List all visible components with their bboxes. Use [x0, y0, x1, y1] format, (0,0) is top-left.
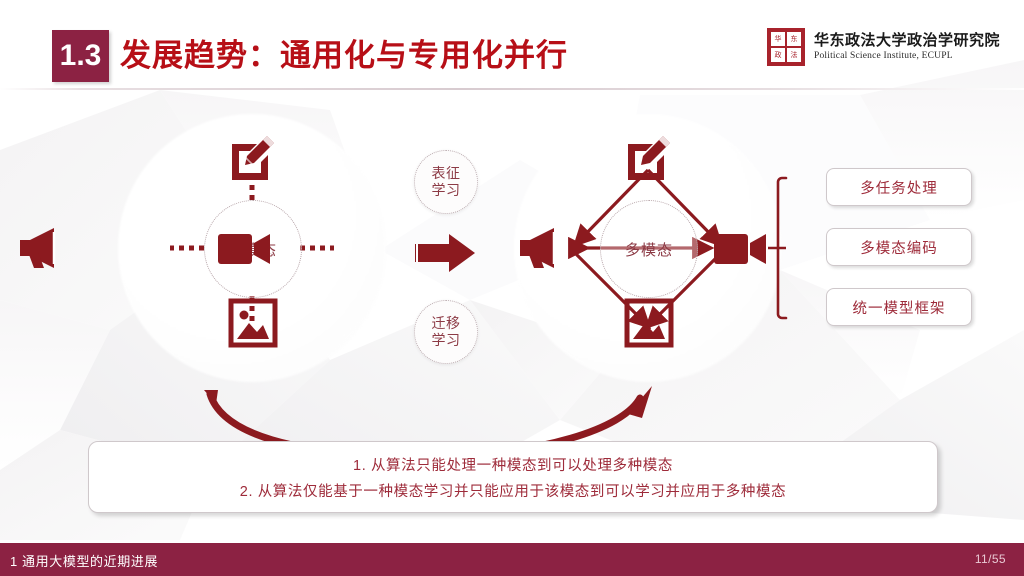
footer-section-label: 1 通用大模型的近期进展 [10, 554, 159, 569]
seal-char-4: 法 [786, 48, 801, 62]
video-camera-icon [216, 226, 272, 275]
seal-icon: 华 东 政 法 [766, 28, 805, 66]
page-title: 发展趋势：通用化与专用化并行 [120, 38, 568, 73]
outcome-box-label: 多任务处理 [860, 180, 938, 197]
header-divider [0, 88, 1024, 90]
outcome-box-label: 统一模型框架 [852, 300, 946, 317]
summary-line-1: 1. 从算法只能处理一种模态到可以处理多种模态 [353, 457, 673, 474]
logo-name-en: Political Science Institute, ECUPL [813, 51, 953, 62]
outcome-box-multimodal-encoding[interactable]: 多模态编码 [826, 228, 972, 266]
representation-learning-line2: 学习 [431, 182, 461, 198]
seal-char-3: 政 [770, 48, 785, 62]
footer-page-number: 11/55 [974, 552, 1006, 566]
outcome-bracket [768, 176, 788, 320]
outcome-box-unified-framework[interactable]: 统一模型框架 [826, 288, 972, 326]
image-icon [228, 298, 278, 353]
logo-text-block: 华东政法大学政治学研究院 Political Science Institute… [813, 31, 1000, 62]
diagram-canvas: 单模态 [0, 92, 1024, 542]
section-number-badge: 1.3 [52, 30, 109, 82]
transfer-learning-node: 迁移 学习 [414, 300, 478, 364]
slide-footer: 1 通用大模型的近期进展 11/55 [0, 543, 1024, 576]
image-icon [624, 298, 674, 353]
outcome-box-multitask[interactable]: 多任务处理 [826, 168, 972, 206]
institution-logo: 华 东 政 法 华东政法大学政治学研究院 Political Science I… [766, 28, 1000, 66]
summary-line-2: 2. 从算法仅能基于一种模态学习并只能应用于该模态到可以学习并应用于多种模态 [239, 483, 787, 500]
right-arrow-icon [415, 232, 477, 279]
representation-learning-line1: 表征 [431, 165, 461, 181]
edit-icon [622, 132, 674, 189]
outcome-box-label: 多模态编码 [860, 240, 938, 257]
megaphone-icon [16, 224, 68, 277]
logo-name-cn: 华东政法大学政治学研究院 [813, 31, 1000, 49]
slide-header: 1.3 发展趋势：通用化与专用化并行 华 东 政 法 华东政法大学政治学研究院 … [0, 0, 1024, 92]
representation-learning-node: 表征 学习 [414, 150, 478, 214]
right-center-label: 多模态 [624, 241, 673, 259]
right-center-node: 多模态 [600, 200, 698, 298]
megaphone-icon [516, 224, 568, 277]
seal-char-2: 东 [786, 32, 801, 46]
seal-char-1: 华 [770, 32, 785, 46]
summary-box: 1. 从算法只能处理一种模态到可以处理多种模态 2. 从算法仅能基于一种模态学习… [88, 441, 938, 513]
edit-icon [226, 132, 278, 189]
transfer-learning-line2: 学习 [431, 332, 461, 348]
transfer-learning-line1: 迁移 [431, 315, 461, 331]
video-camera-icon [712, 226, 768, 275]
